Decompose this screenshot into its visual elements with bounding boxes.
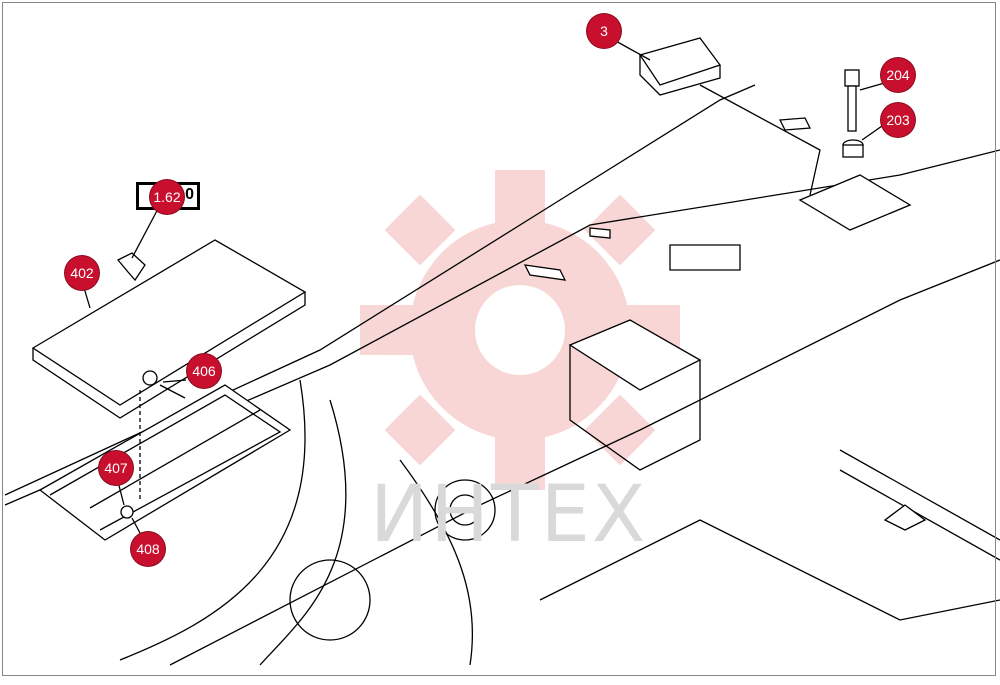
callout-203[interactable]: 203 xyxy=(881,103,915,137)
callout-402[interactable]: 402 xyxy=(65,256,99,290)
callout-204[interactable]: 204 xyxy=(881,58,915,92)
callout-1-62[interactable]: 1.62 xyxy=(150,180,184,214)
callout-407[interactable]: 407 xyxy=(99,451,133,485)
reference-trailing-text: 0 xyxy=(185,186,194,203)
frame-linework xyxy=(4,37,1000,666)
callout-408[interactable]: 408 xyxy=(131,532,165,566)
callout-3[interactable]: 3 xyxy=(587,14,621,48)
callout-406[interactable]: 406 xyxy=(187,354,221,388)
